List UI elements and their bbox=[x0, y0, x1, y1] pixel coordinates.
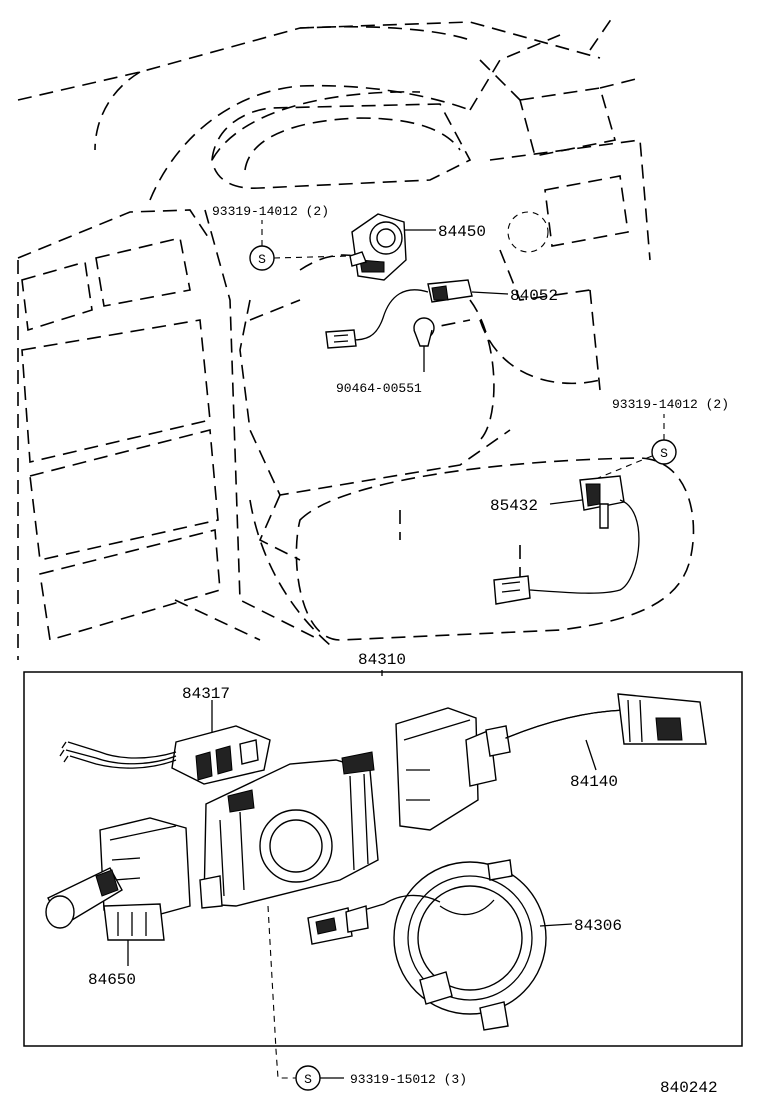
label-84650: 84650 bbox=[88, 971, 136, 989]
clamp-90464 bbox=[413, 317, 435, 347]
label-93319-top: 93319-14012 (2) bbox=[212, 204, 329, 219]
leader-85432 bbox=[549, 499, 583, 505]
label-93319-bottom: 93319-15012 (3) bbox=[350, 1072, 467, 1087]
label-84317: 84317 bbox=[182, 685, 230, 703]
label-84052: 84052 bbox=[510, 287, 558, 305]
screw-symbol-bottom: S bbox=[295, 1065, 321, 1091]
drawing-id: 840242 bbox=[660, 1079, 718, 1097]
screw-symbol-text-right: S bbox=[660, 446, 668, 461]
connector-84317 bbox=[59, 725, 271, 785]
leader-93319-right-to-part bbox=[597, 455, 653, 479]
leader-84140 bbox=[585, 739, 597, 771]
label-84306: 84306 bbox=[574, 917, 622, 935]
switch-85432 bbox=[493, 475, 640, 605]
screw-symbol-right: S bbox=[651, 439, 677, 465]
unlock-warning-switch-84052 bbox=[325, 279, 473, 349]
leader-84306 bbox=[539, 923, 573, 927]
ignition-lock-cylinder-84450 bbox=[349, 213, 407, 281]
leader-84052 bbox=[471, 291, 509, 295]
leader-93319-top-to-part bbox=[273, 255, 351, 259]
label-84450: 84450 bbox=[438, 223, 486, 241]
label-90464: 90464-00551 bbox=[336, 381, 422, 396]
wiper-switch-84140 bbox=[395, 693, 707, 831]
screw-symbol-text-bottom: S bbox=[304, 1072, 312, 1087]
leader-93319-bottom bbox=[267, 905, 296, 1079]
label-84140: 84140 bbox=[570, 773, 618, 791]
label-93319-right: 93319-14012 (2) bbox=[612, 397, 729, 412]
dashboard-outline bbox=[17, 17, 695, 660]
label-85432: 85432 bbox=[490, 497, 538, 515]
label-84310: 84310 bbox=[358, 651, 406, 669]
screw-symbol-text-top: S bbox=[258, 252, 266, 267]
screw-symbol-top: S bbox=[249, 245, 275, 271]
headlight-switch-84650 bbox=[45, 817, 191, 941]
combination-switch-body bbox=[199, 751, 379, 909]
assembly-84310-box bbox=[23, 671, 743, 1047]
spiral-cable-84306 bbox=[307, 859, 547, 1031]
